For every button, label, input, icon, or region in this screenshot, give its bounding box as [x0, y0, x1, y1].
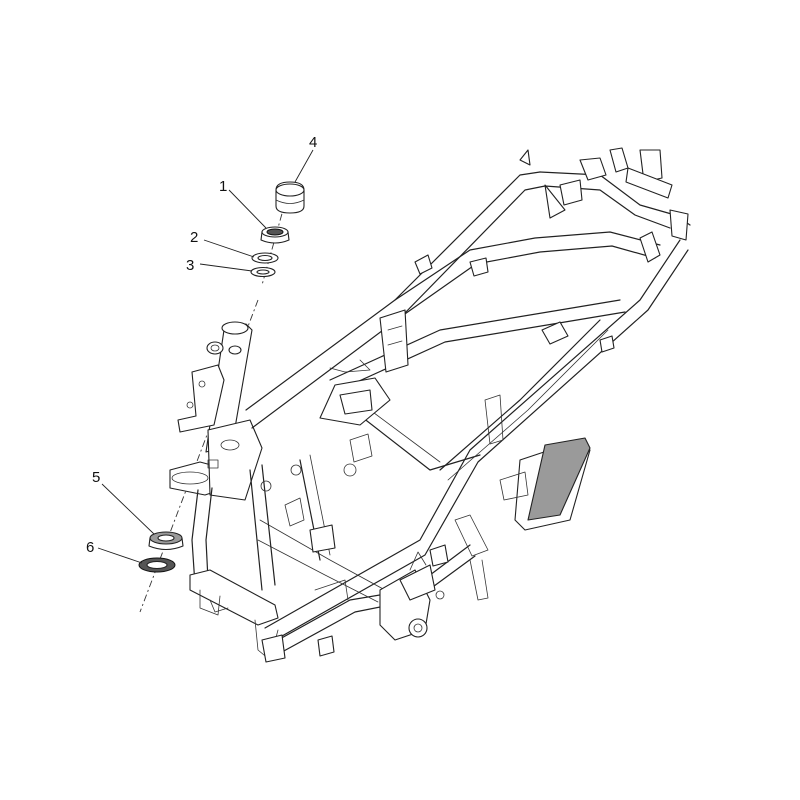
scooter-frame — [169, 147, 691, 663]
callout-4: 4 — [309, 134, 317, 151]
part-1-bearing-cup — [260, 226, 290, 244]
part-3-washer — [250, 266, 276, 278]
part-5-bearing-cone — [148, 531, 184, 551]
leader-line-3 — [199, 263, 253, 272]
callout-2: 2 — [190, 229, 198, 246]
leader-line-2 — [203, 239, 255, 258]
part-4-top-cap — [275, 181, 305, 214]
leader-line-6 — [97, 547, 143, 564]
part-6-dust-seal — [138, 557, 176, 573]
callout-6: 6 — [86, 539, 94, 556]
callout-5: 5 — [92, 469, 100, 486]
callout-3: 3 — [186, 257, 194, 274]
leader-line-1 — [228, 189, 267, 229]
part-2-ring — [251, 252, 279, 264]
leader-line-5 — [101, 483, 155, 535]
leader-line-4 — [294, 149, 314, 183]
callout-1: 1 — [219, 178, 227, 195]
